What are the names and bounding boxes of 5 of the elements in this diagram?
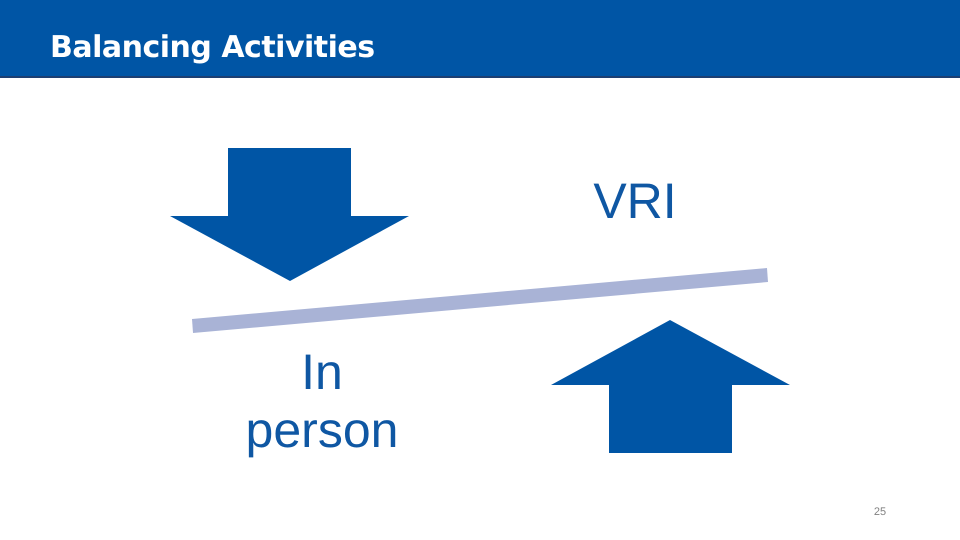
seesaw-beam [192, 268, 768, 333]
slide-title: Balancing Activities [50, 30, 375, 66]
balance-label: VRI [592, 172, 678, 230]
balance-label: In person [244, 343, 400, 459]
page-number: 25 [872, 506, 888, 518]
